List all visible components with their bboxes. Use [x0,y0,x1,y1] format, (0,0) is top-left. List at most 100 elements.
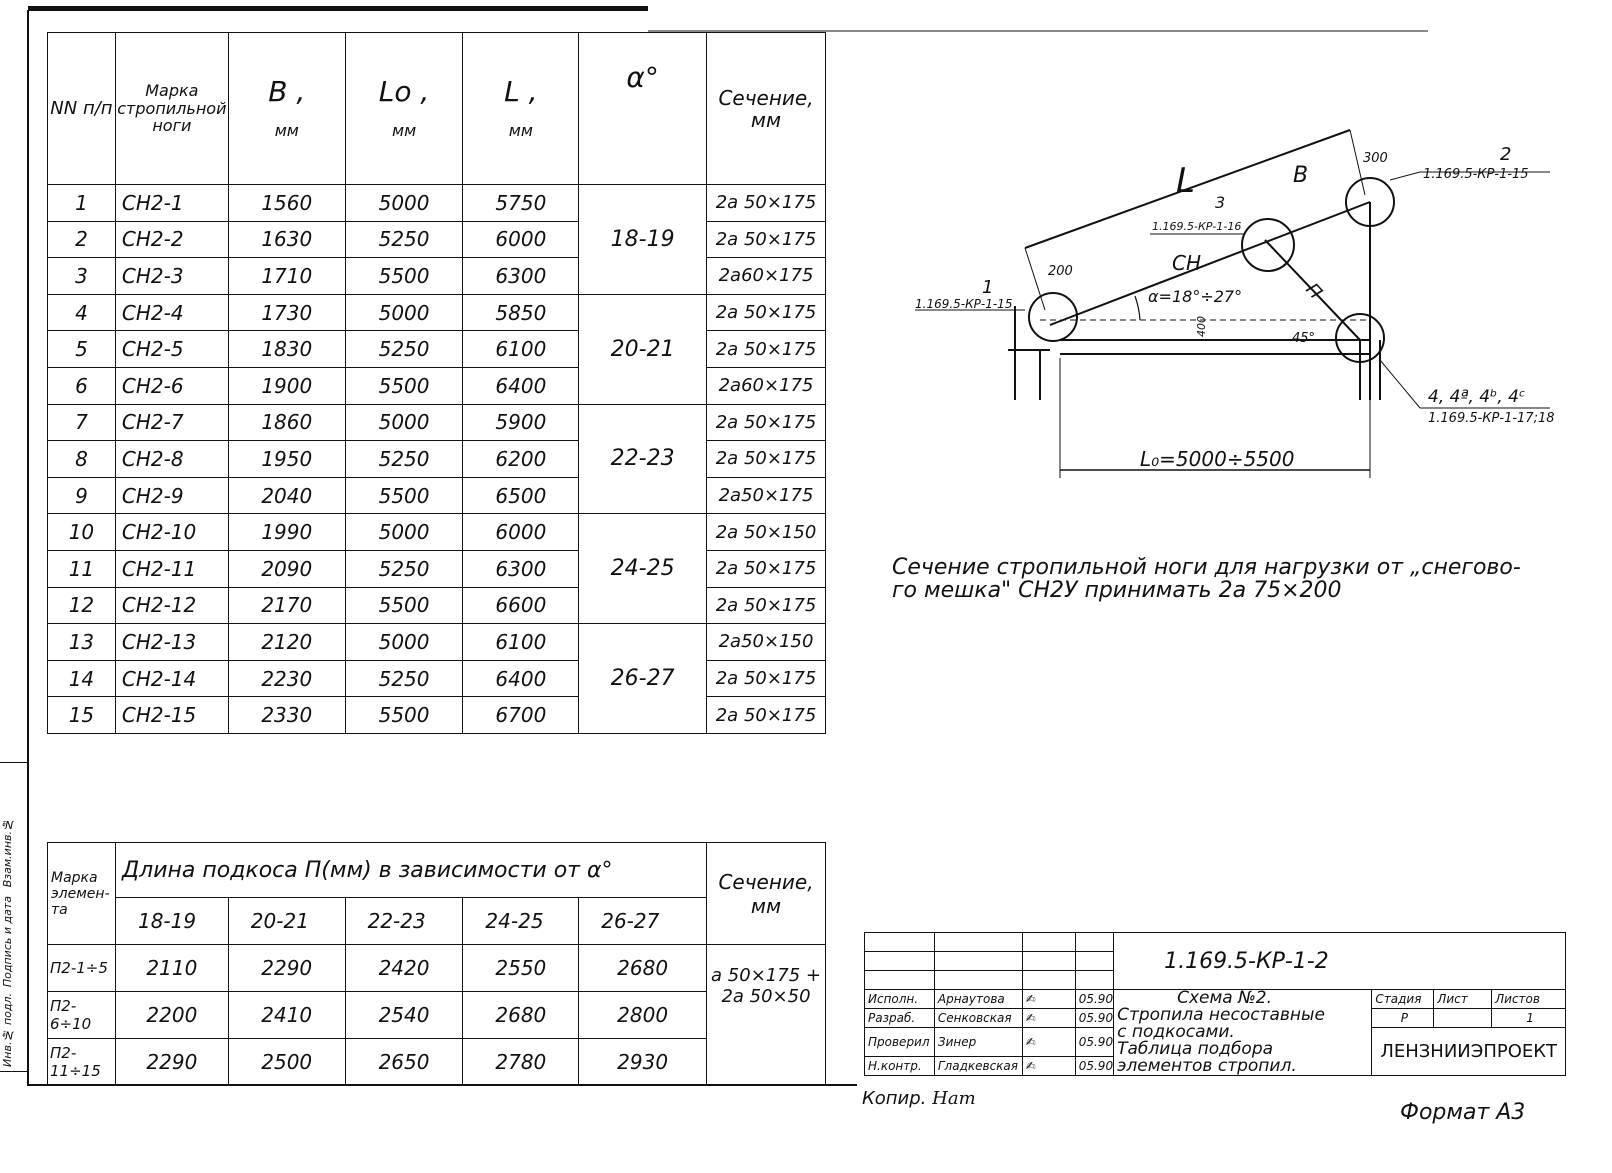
row-b: 1900 [227,366,346,405]
name-3: Гладкевская [933,1056,1023,1076]
braces-row-mark: П2-6÷10 [47,991,116,1039]
row-lo: 5250 [344,440,464,478]
row-section: 2а50×175 [706,476,826,515]
date-3: 05.90 [1074,1056,1115,1076]
format-label: Формат А3 [1400,1100,1526,1125]
row-mark: СН2-10 [114,513,229,551]
note: Сечение стропильной ноги для нагрузки от… [892,556,1521,602]
row-b: 1710 [227,257,346,295]
title-line-3: Таблица подбора [1117,1039,1274,1059]
row-num: 14 [47,659,116,698]
role-3: Н.контр. [864,1056,935,1076]
row-num: 6 [47,366,116,405]
copied-label: Копир. Нат [862,1088,976,1109]
row-lo: 5250 [344,659,464,698]
sheets-value: 1 [1491,1008,1566,1028]
row-mark: СН2-11 [114,549,229,588]
row-num: 7 [47,403,116,442]
row-num: 8 [47,440,116,478]
row-lo: 5250 [344,220,464,259]
braces-row-value: 2930 [578,1038,708,1086]
braces-row-value: 2290 [114,1038,229,1086]
row-section: 2а 50×175 [706,184,826,222]
role-0: Исполн. [864,989,935,1009]
row-l: 6700 [462,696,580,734]
row-section: 2а 50×175 [706,330,826,368]
row-b: 2330 [227,696,346,734]
node-4-circle [1335,313,1385,363]
row-l: 6500 [462,476,580,515]
copied-signature: Нат [932,1088,976,1109]
name-1: Сенковская [933,1008,1023,1028]
title-block: 1.169.5-КР-1-2 Исполн.Арнаутова✍05.90 Сх… [864,932,1566,1076]
title-line-0: Схема №2. [1177,988,1273,1008]
node1-ref: 1.169.5-КР-1-15 [915,297,1012,311]
header-section: Сечение, мм [706,32,826,185]
row-b: 1630 [227,220,346,259]
rafter-diagram: L B СН П 300 200 400 45° α=18°÷27° L₀=50… [915,129,1555,478]
header-lo-unit: мм [392,121,417,141]
row-lo: 5250 [344,549,464,588]
dim-l-line [1024,129,1351,249]
label-b: B [1293,163,1308,188]
row-l: 6100 [462,330,580,368]
signature-1: ✍ [1021,1008,1076,1028]
braces-row-value: 2290 [227,944,346,992]
label-l: L [1176,161,1195,201]
node3-num: 3 [1215,193,1225,212]
sidebar-stamp: Инв.№ подл. Подпись и дата Взам.инв.№ [0,762,29,1072]
header-lo: Lo ,мм [344,32,464,185]
row-alpha-group: 24-25 [578,513,708,625]
row-lo: 5000 [344,293,464,332]
row-lo: 5000 [344,623,464,661]
row-section: 2а 50×175 [706,659,826,698]
note-line-1: Сечение стропильной ноги для нагрузки от… [892,555,1521,580]
row-b: 2040 [227,476,346,515]
copied-text: Копир. [862,1088,927,1109]
header-b: B ,мм [227,32,346,185]
row-b: 1950 [227,440,346,478]
row-section: 2а 50×175 [706,220,826,259]
row-mark: СН2-13 [114,623,229,661]
row-mark: СН2-5 [114,330,229,368]
row-section: 2а60×175 [706,257,826,295]
row-num: 9 [47,476,116,515]
row-section: 2а 50×175 [706,549,826,588]
row-section: 2а60×175 [706,366,826,405]
signature-0: ✍ [1021,989,1076,1009]
row-section: 2а 50×175 [706,586,826,625]
role-1: Разраб. [864,1008,935,1028]
label-400: 400 [1195,316,1208,337]
braces-row-mark: П2-1÷5 [47,944,116,992]
row-mark: СН2-3 [114,257,229,295]
row-lo: 5500 [344,696,464,734]
braces-row-value: 2420 [344,944,464,992]
row-num: 15 [47,696,116,734]
node-3-circle [1241,218,1295,272]
node4-ref: 1.169.5-КР-1-17;18 [1428,411,1555,426]
row-alpha-group: 18-19 [578,184,708,295]
row-lo: 5000 [344,184,464,222]
row-num: 12 [47,586,116,625]
row-b: 2120 [227,623,346,661]
row-l: 6100 [462,623,580,661]
node-2-circle [1345,177,1395,227]
row-section: 2а 50×175 [706,293,826,332]
row-num: 10 [47,513,116,551]
braces-row-value: 2540 [344,991,464,1039]
row-l: 6200 [462,440,580,478]
top-rule [28,6,648,11]
row-num: 1 [47,184,116,222]
signature-3: ✍ [1021,1056,1076,1076]
header-b-label: B , [268,75,306,109]
braces-row-value: 2680 [578,944,708,992]
sheets-label: Листов [1491,989,1566,1009]
